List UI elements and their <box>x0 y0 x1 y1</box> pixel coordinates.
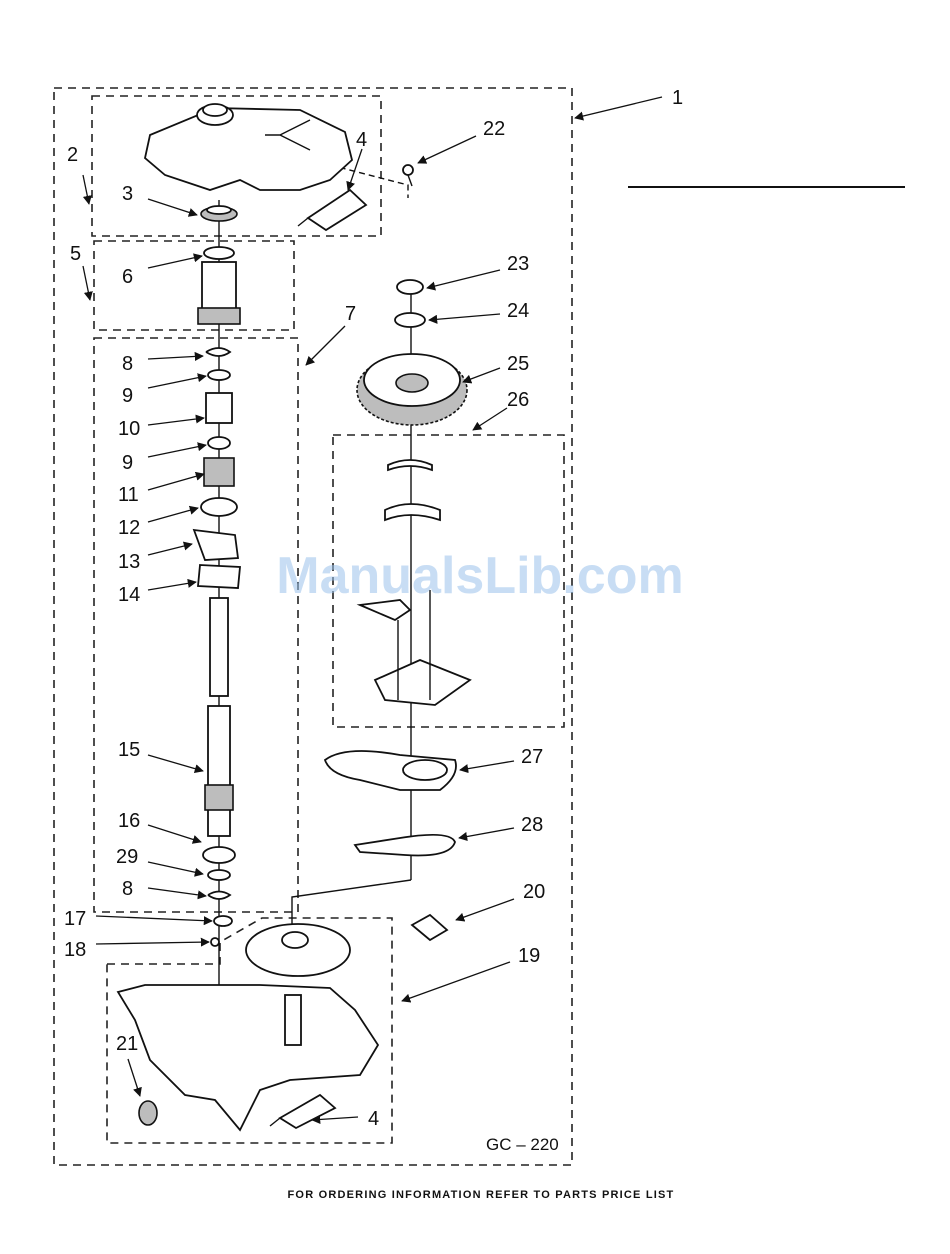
callout-25: 25 <box>507 353 529 375</box>
part-pinion <box>198 247 240 324</box>
callout-8-lower: 8 <box>122 878 133 900</box>
callout-11: 11 <box>118 484 139 506</box>
callout-12: 12 <box>118 517 140 539</box>
callout-23: 23 <box>507 253 529 275</box>
part-cover <box>145 104 352 190</box>
callout-28: 28 <box>521 814 543 836</box>
callout-22: 22 <box>483 118 505 140</box>
callout-14: 14 <box>118 584 140 606</box>
callout-5: 5 <box>70 243 81 265</box>
watermark: ManualsLib.com <box>276 547 683 605</box>
callout-17: 17 <box>64 908 86 930</box>
callout-1: 1 <box>672 87 683 109</box>
part-screw <box>403 165 413 186</box>
callout-6: 6 <box>122 266 133 288</box>
callout-9-lower: 9 <box>122 452 133 474</box>
footer-note: FOR ORDERING INFORMATION REFER TO PARTS … <box>288 1189 675 1201</box>
part-seal-lower <box>139 1101 157 1125</box>
part-shaft <box>205 598 233 836</box>
callout-3: 3 <box>122 183 133 205</box>
part-drive-gear <box>357 354 467 425</box>
callout-9-top: 9 <box>122 385 133 407</box>
callout-24: 24 <box>507 300 529 322</box>
callout-4-top: 4 <box>356 129 367 151</box>
part-rings-right <box>395 280 425 327</box>
callout-18: 18 <box>64 939 86 961</box>
diagram-code: GC – 220 <box>486 1135 559 1154</box>
part-seal <box>201 206 237 221</box>
callout-27: 27 <box>521 746 543 768</box>
part-bracket <box>412 915 447 940</box>
callout-20: 20 <box>523 881 545 903</box>
callout-7: 7 <box>345 303 356 325</box>
part-shift-lever <box>325 751 456 790</box>
callout-13: 13 <box>118 551 140 573</box>
part-grease-tube-bottom <box>270 1095 335 1128</box>
callout-4-bottom: 4 <box>368 1108 379 1130</box>
part-shift-fork <box>355 835 455 856</box>
part-stack <box>194 348 240 588</box>
callout-8-top: 8 <box>122 353 133 375</box>
callout-29: 29 <box>116 846 138 868</box>
connector-line <box>292 880 411 928</box>
part-grease-tube-top <box>298 190 366 230</box>
callout-10: 10 <box>118 418 140 440</box>
callout-15: 15 <box>118 739 140 761</box>
callout-26: 26 <box>507 389 529 411</box>
callout-16: 16 <box>118 810 140 832</box>
part-gearcase <box>118 924 378 1130</box>
callout-19: 19 <box>518 945 540 967</box>
callout-21: 21 <box>116 1033 138 1055</box>
callout-2: 2 <box>67 144 78 166</box>
